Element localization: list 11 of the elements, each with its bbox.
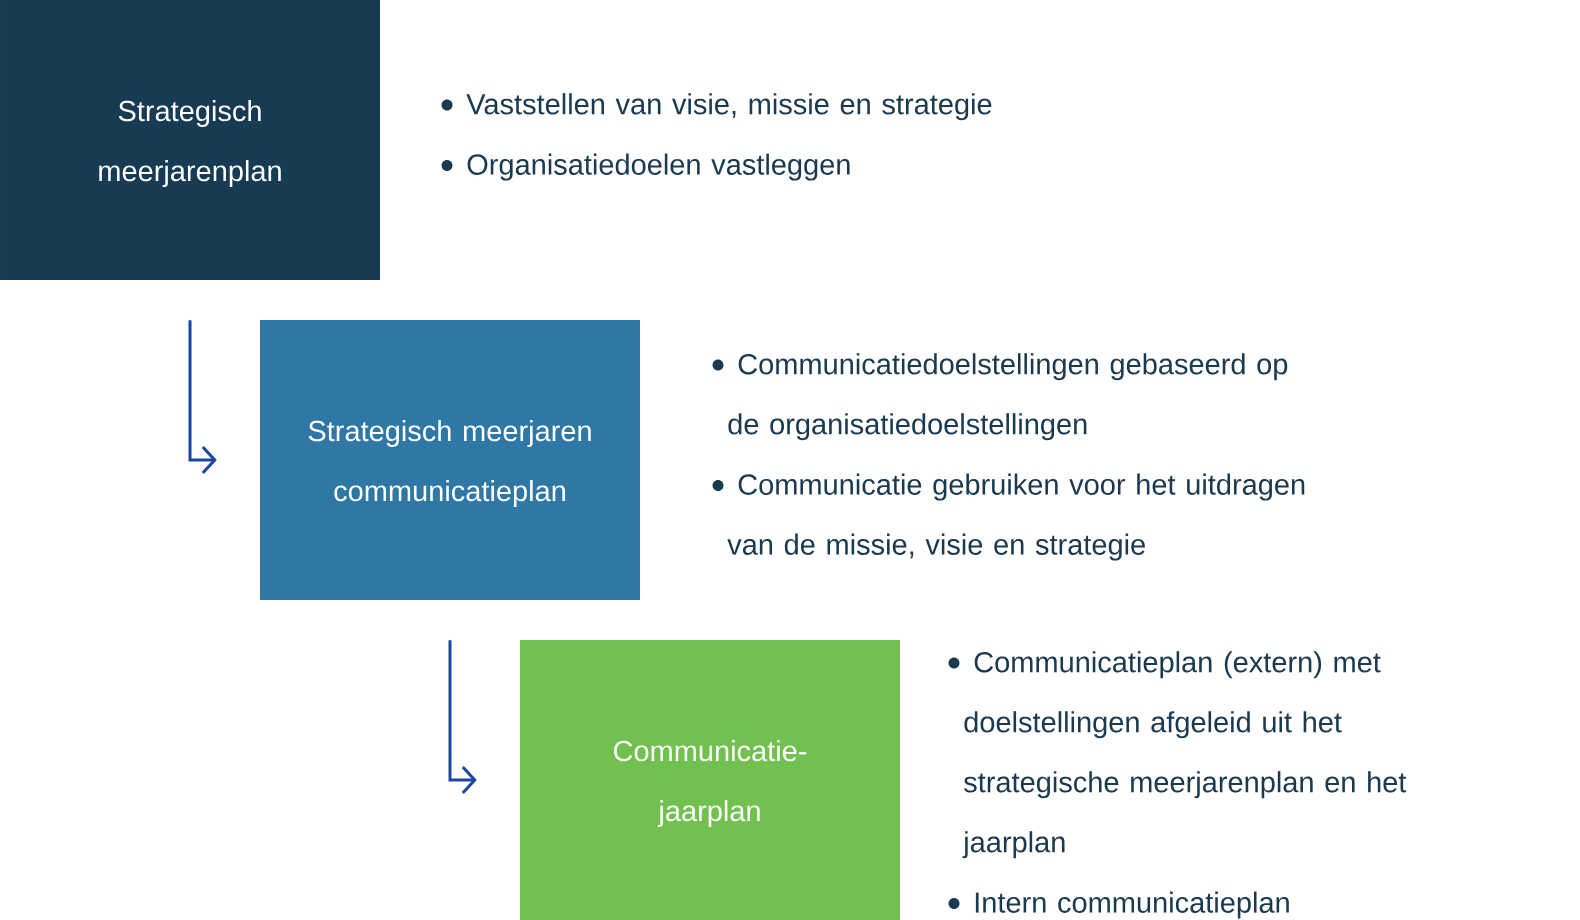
bullet-text: Organisatiedoelen vastleggen: [467, 153, 850, 181]
process-box: Strategisch meerjaren communicatieplan: [260, 320, 640, 600]
elbow-arrow: [188, 320, 217, 474]
bullet-text: Communicatieplan (extern) met doelstellingen afgeleid uit het strategische meerjarenplan en het jaarplan: [962, 651, 1407, 859]
bullet-text: Vaststellen van visie, missie en strategie: [466, 93, 992, 121]
process-box: Communicatie-jaarplan: [520, 640, 900, 920]
bullet-text: Intern communicatieplan: [975, 891, 1289, 919]
process-box: Strategisch meerjarenplan: [0, 0, 380, 280]
bullet-text: Communicatiedoelstellingen gebaseerd op de organisatiedoelstellingen: [728, 353, 1288, 441]
elbow-arrow: [448, 640, 477, 794]
bullet-text: Communicatie gebruiken voor het uitdragen van de missie, visie en strategie: [727, 473, 1305, 561]
